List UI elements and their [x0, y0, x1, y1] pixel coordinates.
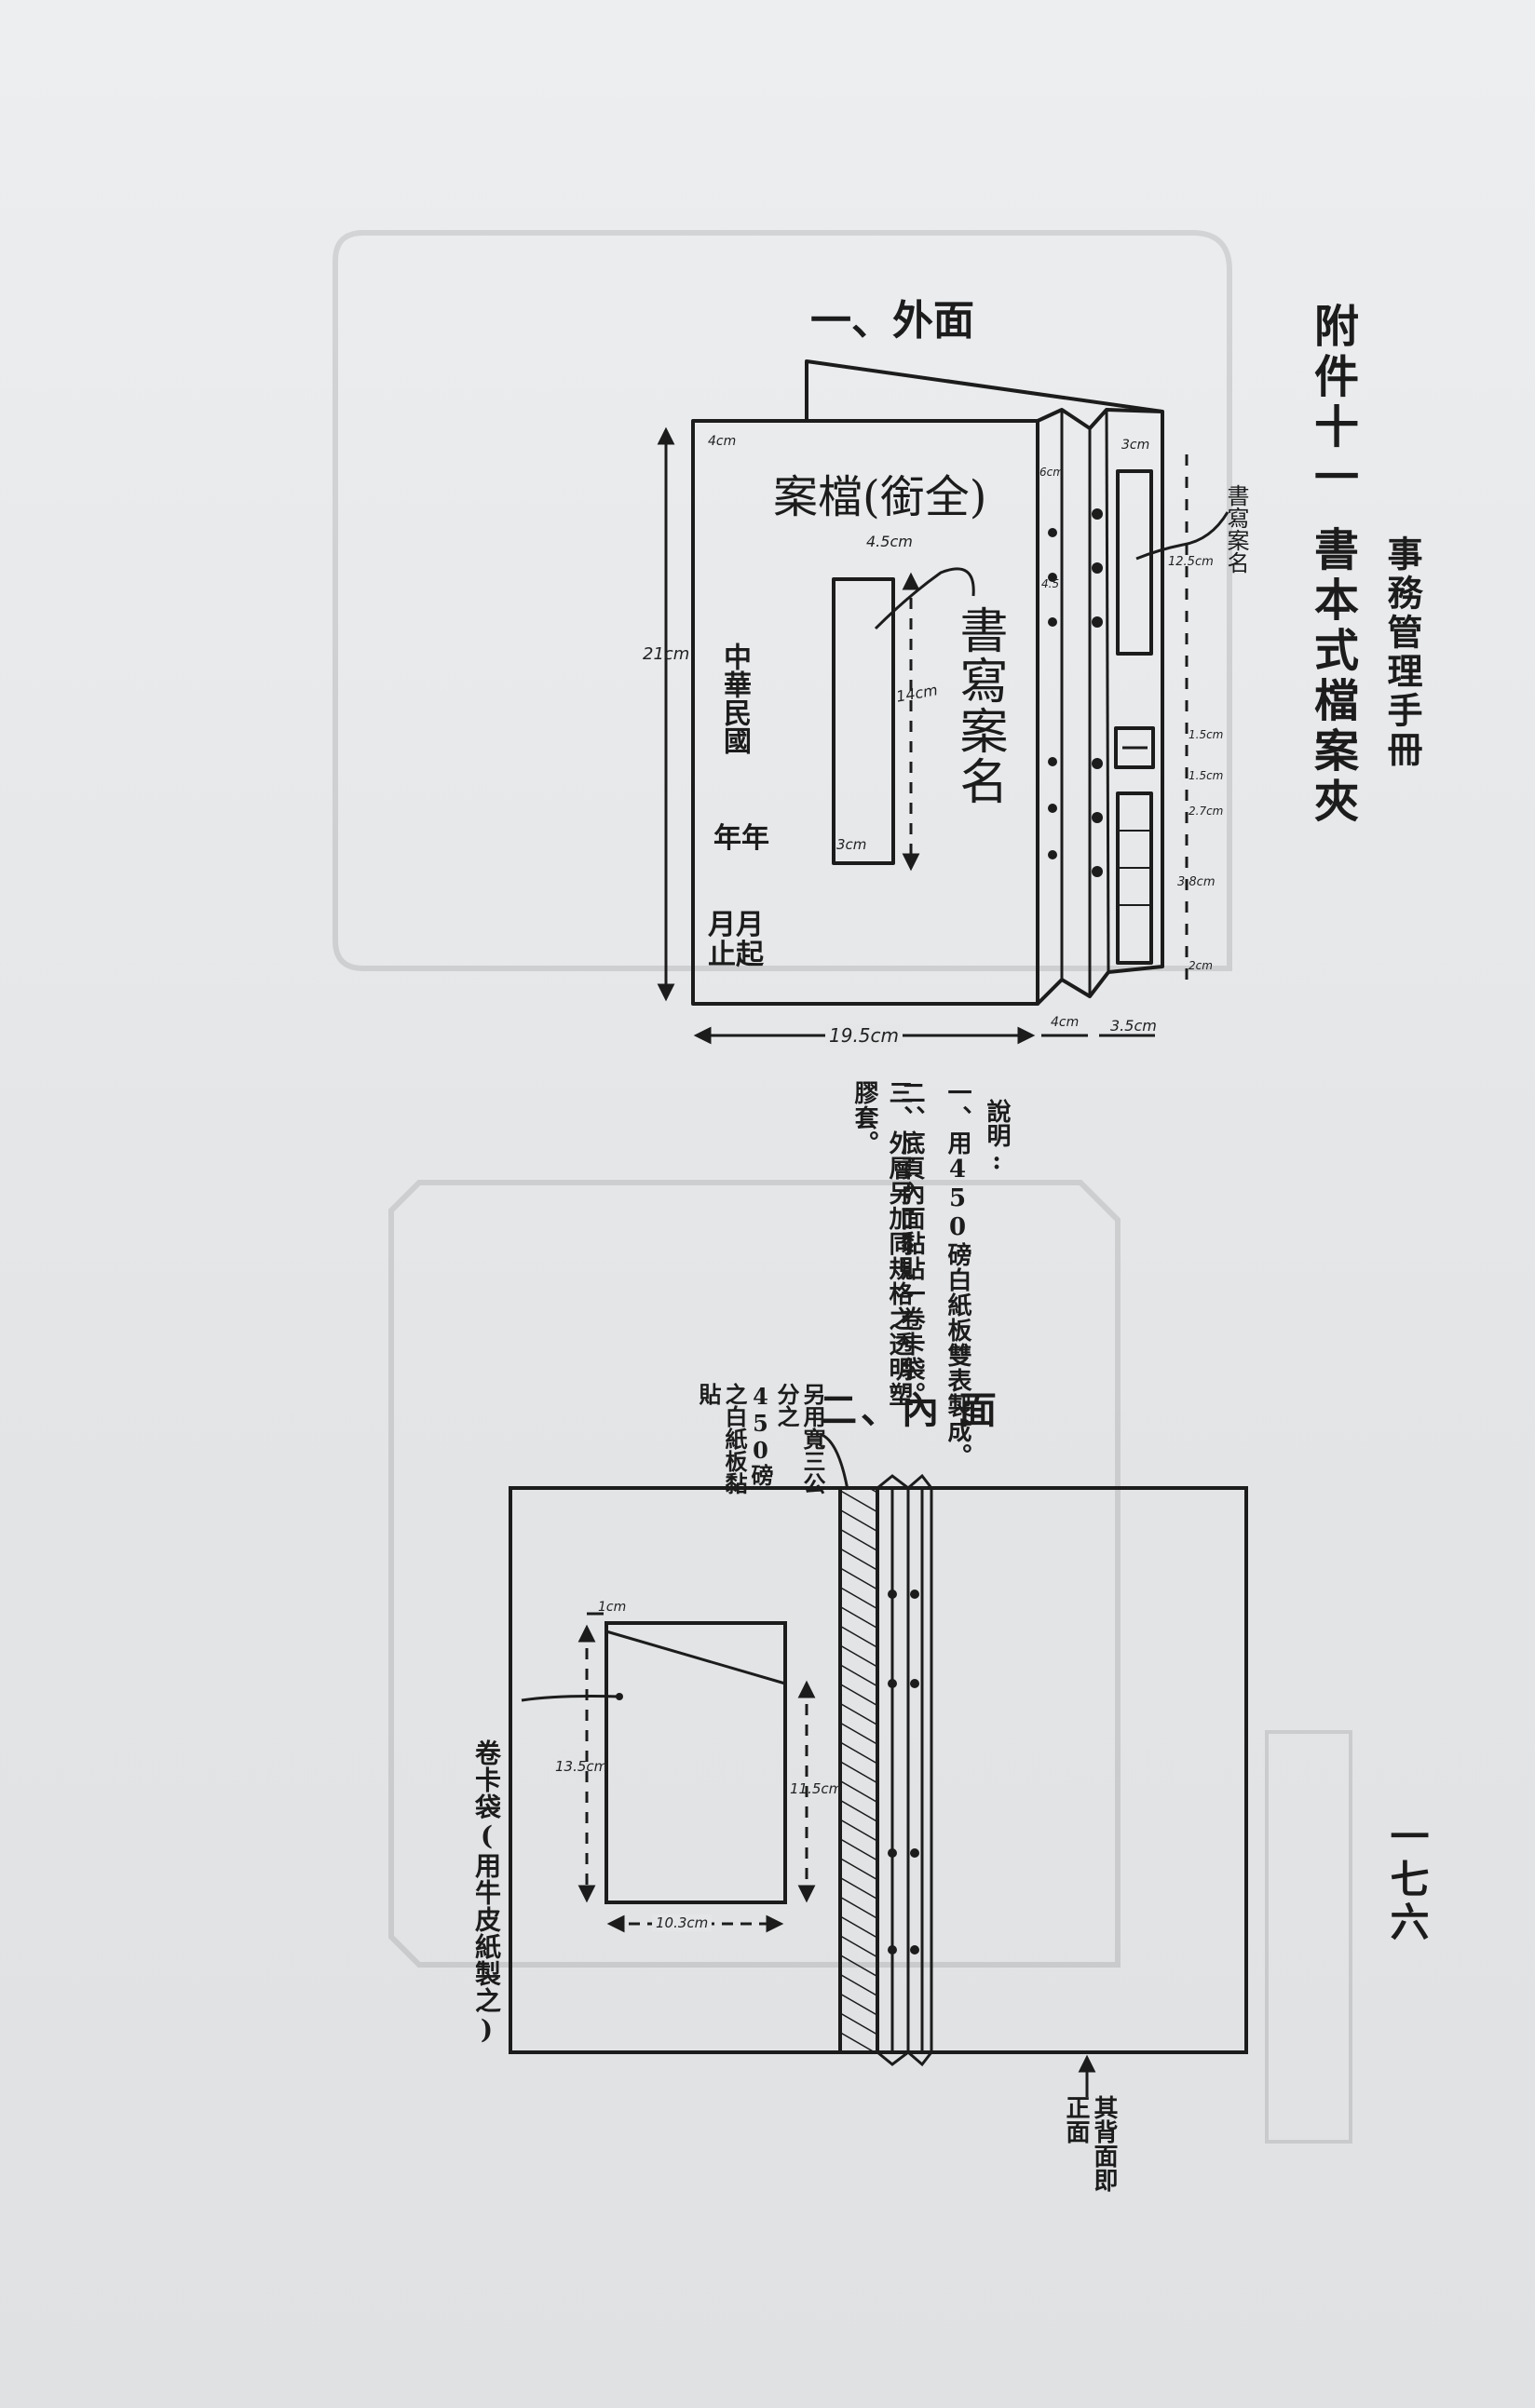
- spine-case-name-label: 書寫案名: [1223, 484, 1249, 574]
- dim-spine-gap-c: 1.5cm: [1189, 728, 1224, 741]
- attachment-number: 附件十一: [1306, 303, 1358, 504]
- back-side-note: 其背面即正面: [1062, 2095, 1118, 2192]
- dim-spine-gap-d: 1.5cm: [1189, 769, 1224, 782]
- dim-height: 21cm: [643, 644, 690, 664]
- outside-heading: 一、外面: [810, 297, 974, 345]
- dim-pocket-inner-height: 11.5cm: [790, 1780, 843, 1797]
- dim-width: 19.5cm: [825, 1024, 903, 1047]
- dim-top-margin: 4cm: [708, 434, 737, 449]
- attachment-subject: 書本式檔案夾: [1306, 526, 1358, 828]
- inside-heading: 二、內 面: [820, 1388, 1000, 1432]
- dim-spine-gap-e: 2.7cm: [1189, 805, 1224, 818]
- dim-label-box-bottom: 3cm: [836, 836, 867, 853]
- dim-spine-gap-f: 3.8cm: [1177, 875, 1216, 889]
- dim-spine-top-box-width: 3cm: [1121, 438, 1150, 453]
- dim-spine-width: 4cm: [1051, 1015, 1080, 1030]
- cover-title: 案檔(銜全): [773, 471, 987, 523]
- page-number: 一七六: [1384, 1816, 1430, 1944]
- dim-pocket-top: 1cm: [598, 1600, 627, 1615]
- dim-label-box-width: 4.5cm: [866, 533, 913, 550]
- pocket-label: 卷卡袋(用牛皮紙製之): [471, 1739, 502, 2046]
- inside-paper-note: 另用寬三公分之450磅之白紙板黏貼: [695, 1383, 826, 1495]
- note-item-2: 二、底頁內面黏貼一卷卡袋。: [897, 1080, 925, 1407]
- book-title: 事務管理手冊: [1381, 535, 1423, 770]
- date-line-year: 年年: [713, 822, 769, 855]
- dim-flap-width: 3.5cm: [1110, 1017, 1157, 1035]
- note-item-3: 三、外層另加同規格之透明塑膠套。: [850, 1080, 913, 1407]
- date-line-month: 月月止起: [708, 909, 764, 971]
- dim-spine-top-box-height: 12.5cm: [1168, 555, 1214, 569]
- note-item-1: 一、用450磅白紙板雙表製成。: [944, 1080, 971, 1468]
- write-case-name: 書寫案名: [951, 605, 1007, 806]
- dim-pocket-height: 13.5cm: [555, 1758, 608, 1775]
- dim-spine-gap-b: 4.5: [1041, 577, 1060, 590]
- dim-pocket-width: 10.3cm: [652, 1914, 713, 1931]
- date-line-country: 中華民國: [718, 643, 751, 754]
- dim-spine-gap-g: 2cm: [1189, 959, 1213, 972]
- dim-spine-gap-a: 6cm: [1039, 466, 1064, 479]
- notes-heading: 說明:: [983, 1099, 1011, 1175]
